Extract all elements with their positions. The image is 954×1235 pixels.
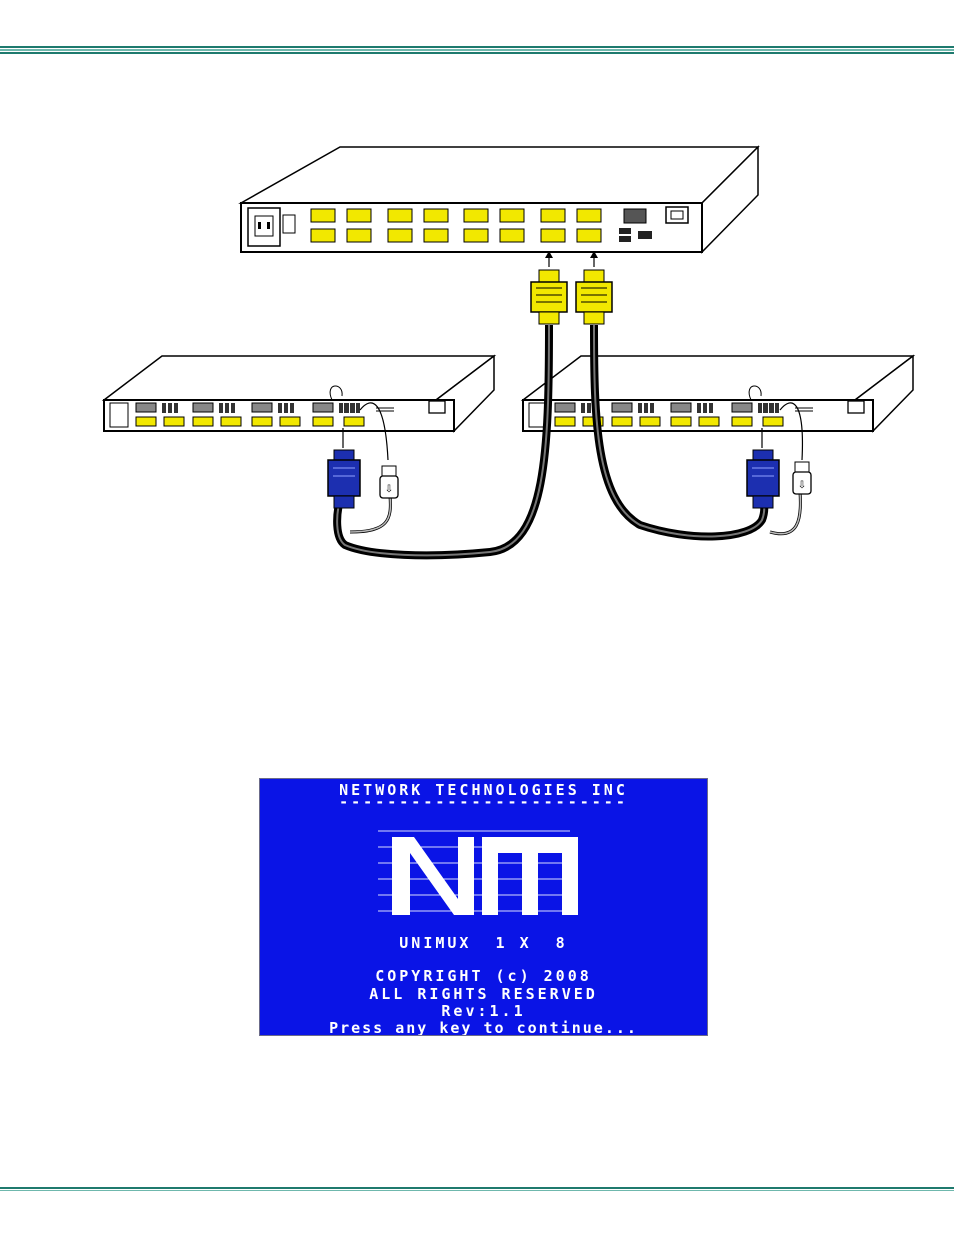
master-kvm-switch <box>241 147 758 252</box>
port-connector <box>221 417 241 426</box>
screen-rights: ALL RIGHTS RESERVED <box>260 985 707 1003</box>
port-connector <box>347 229 371 242</box>
footer-rule <box>0 1187 954 1193</box>
port-connector <box>577 229 601 242</box>
port-connector <box>612 417 632 426</box>
vga-connector-icon <box>576 251 612 324</box>
port-connector <box>541 209 565 222</box>
port-connector <box>464 209 488 222</box>
port-connector <box>136 417 156 426</box>
port-connector <box>500 209 524 222</box>
port-connector <box>640 417 660 426</box>
port-connector <box>612 403 632 412</box>
port-connector <box>252 417 272 426</box>
port-connector <box>347 209 371 222</box>
slave-kvm-switch <box>523 356 913 431</box>
vga-connector-icon <box>531 251 567 324</box>
slave-kvm-switch <box>104 356 494 431</box>
port-connector <box>136 403 156 412</box>
port-connector <box>464 229 488 242</box>
port-connector <box>311 209 335 222</box>
port-connector <box>555 403 575 412</box>
port-connector <box>193 417 213 426</box>
boot-screen: NETWORK TECHNOLOGIES INC ---------------… <box>259 778 708 1036</box>
rj45-port-icon <box>666 207 688 223</box>
vga-connector-icon <box>747 428 779 508</box>
port-connector <box>313 417 333 426</box>
port-connector <box>193 403 213 412</box>
screen-divider: ------------------------ <box>260 793 707 811</box>
port-connector <box>313 403 333 412</box>
svg-text:⇩: ⇩ <box>385 484 393 495</box>
port-connector <box>577 209 601 222</box>
port-connector <box>671 417 691 426</box>
port-connector <box>500 229 524 242</box>
header-rule <box>0 46 954 54</box>
port-connector <box>555 417 575 426</box>
port-connector <box>424 209 448 222</box>
screen-model: UNIMUX 1 X 8 <box>260 934 707 952</box>
port-connector <box>732 403 752 412</box>
svg-text:⇩: ⇩ <box>798 480 806 491</box>
port-connector <box>252 403 272 412</box>
port-connector <box>732 417 752 426</box>
port-connector <box>388 209 412 222</box>
ntl-logo-icon <box>370 827 600 917</box>
screen-copyright: COPYRIGHT (c) 2008 <box>260 967 707 985</box>
port-connector <box>671 403 691 412</box>
port-connector <box>699 417 719 426</box>
port-connector <box>311 229 335 242</box>
screen-revision: Rev:1.1 <box>260 1002 707 1020</box>
port-connector <box>280 417 300 426</box>
port-connector <box>541 229 565 242</box>
vga-connector-icon <box>328 428 360 508</box>
port-connector <box>164 417 184 426</box>
cascade-wiring-diagram: ⇩ ⇩ <box>0 120 954 590</box>
port-connector <box>388 229 412 242</box>
screen-prompt: Press any key to continue... <box>260 1019 707 1036</box>
port-connector <box>424 229 448 242</box>
